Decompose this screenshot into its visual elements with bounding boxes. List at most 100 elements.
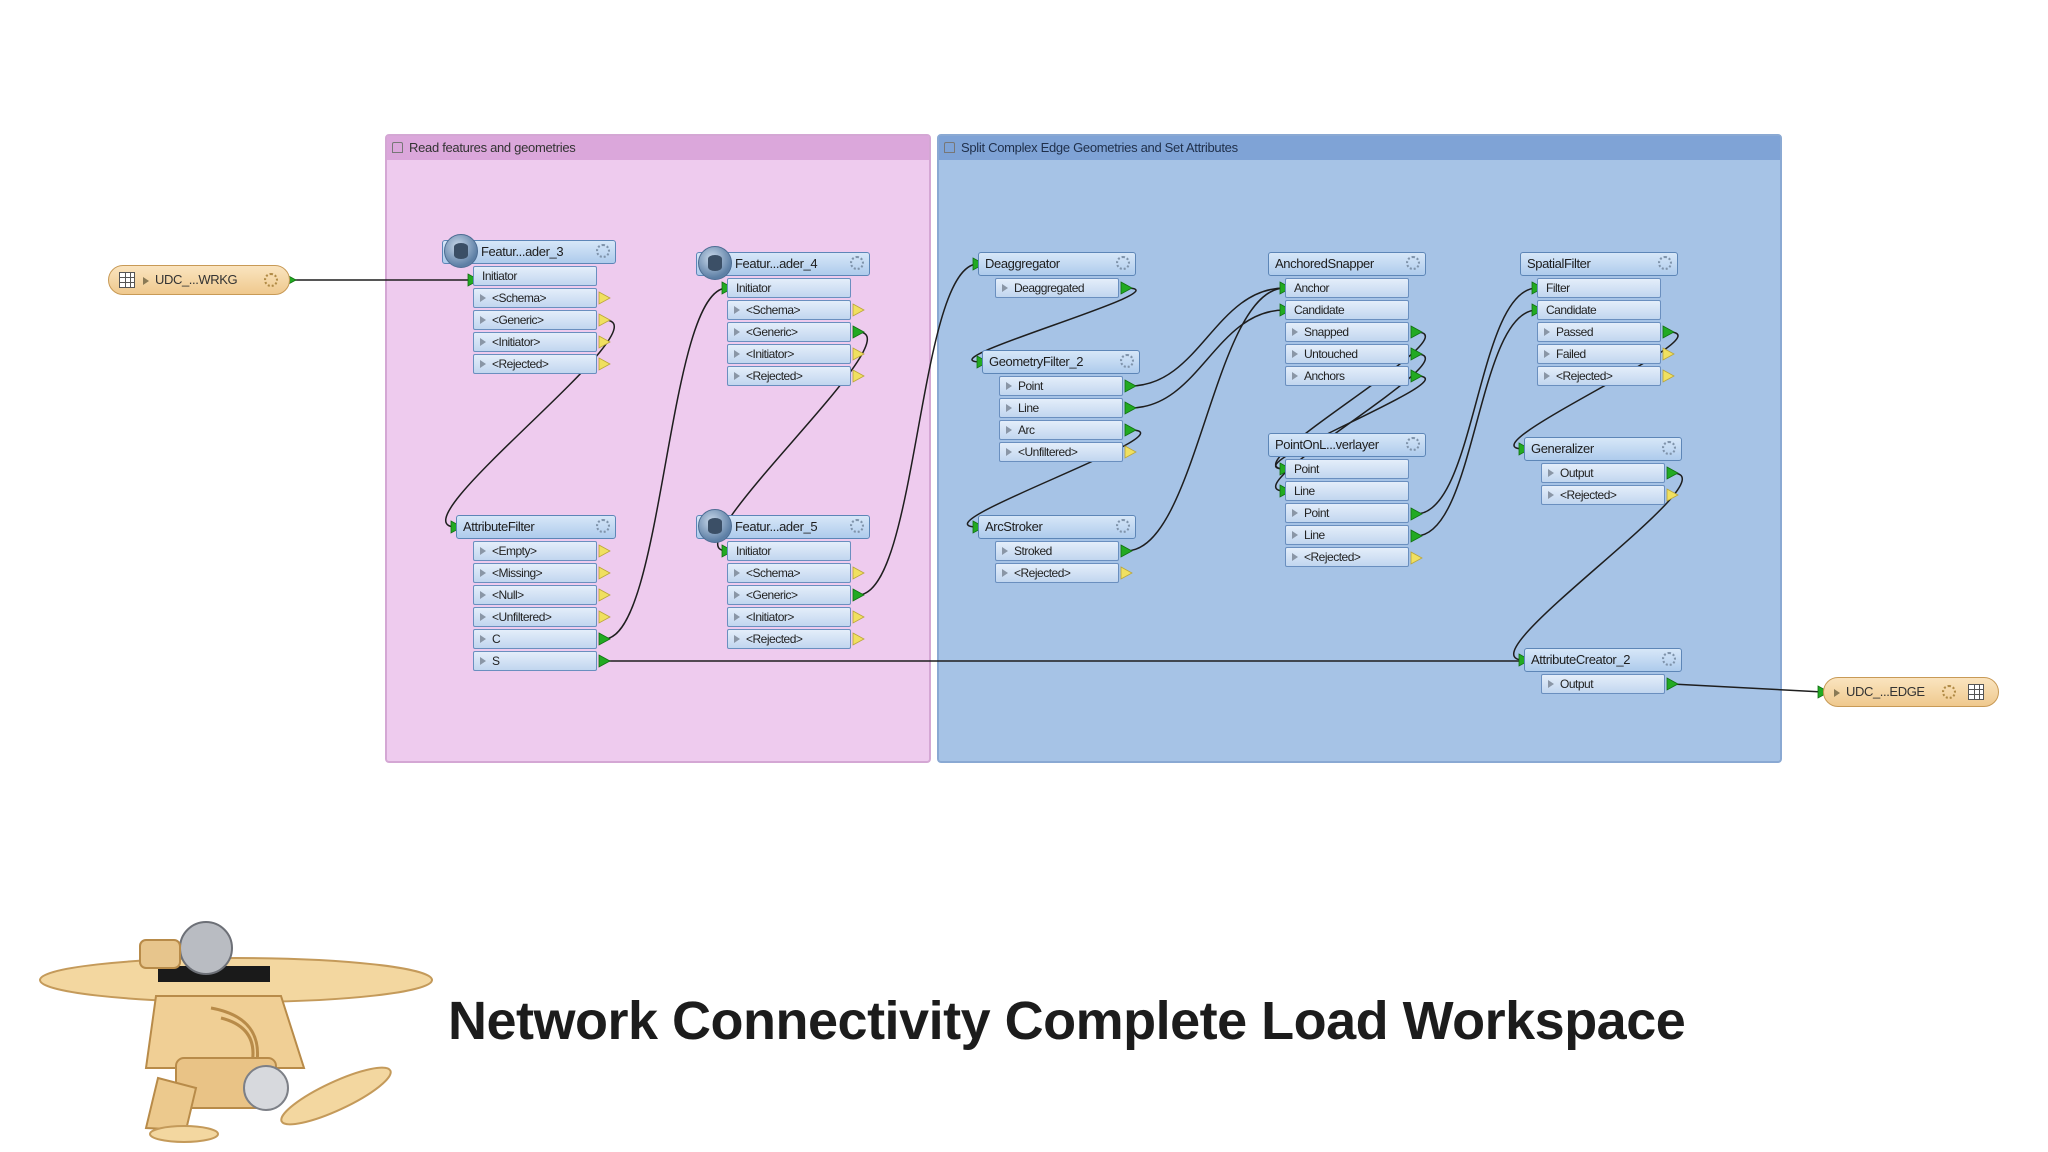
gear-icon[interactable]	[1662, 441, 1676, 455]
transformer-header[interactable]: Deaggregator	[978, 252, 1136, 276]
bookmark-read-features[interactable]: Read features and geometries	[385, 134, 931, 763]
output-port[interactable]: Line	[1285, 525, 1409, 545]
expand-arrow-icon	[734, 613, 740, 621]
output-port[interactable]: <Rejected>	[995, 563, 1119, 583]
output-port[interactable]: <Rejected>	[727, 629, 851, 649]
output-port[interactable]: <Schema>	[727, 300, 851, 320]
output-port[interactable]: Point	[1285, 503, 1409, 523]
output-port[interactable]: S	[473, 651, 597, 671]
gear-icon[interactable]	[1116, 256, 1130, 270]
expand-arrow-icon	[734, 635, 740, 643]
gear-icon[interactable]	[1662, 652, 1676, 666]
output-port[interactable]: <Rejected>	[1537, 366, 1661, 386]
output-port[interactable]: <Initiator>	[727, 344, 851, 364]
expand-arrow-icon	[1834, 689, 1840, 697]
expand-arrow-icon	[480, 569, 486, 577]
transformer-header[interactable]: SpatialFilter	[1520, 252, 1678, 276]
bookmark-header[interactable]: Split Complex Edge Geometries and Set At…	[939, 136, 1780, 160]
output-port[interactable]: <Schema>	[473, 288, 597, 308]
output-port[interactable]: <Generic>	[473, 310, 597, 330]
port-label: <Initiator>	[746, 610, 794, 624]
output-port[interactable]: Point	[999, 376, 1123, 396]
output-port[interactable]: Output	[1541, 463, 1665, 483]
output-port[interactable]: Anchors	[1285, 366, 1409, 386]
gear-icon[interactable]	[1658, 256, 1672, 270]
output-port[interactable]: <Missing>	[473, 563, 597, 583]
gear-icon[interactable]	[1406, 437, 1420, 451]
transformer-name: AnchoredSnapper	[1275, 256, 1374, 271]
input-port[interactable]: Initiator	[727, 278, 851, 298]
output-port[interactable]: Line	[999, 398, 1123, 418]
gear-icon[interactable]	[596, 519, 610, 533]
input-port[interactable]: Filter	[1537, 278, 1661, 298]
expand-arrow-icon	[734, 350, 740, 358]
expand-arrow-icon	[1548, 680, 1554, 688]
expand-arrow-icon	[1544, 350, 1550, 358]
output-port[interactable]: <Initiator>	[473, 332, 597, 352]
gear-icon[interactable]	[1116, 519, 1130, 533]
output-port[interactable]: Arc	[999, 420, 1123, 440]
transformer-name: AttributeFilter	[463, 519, 535, 534]
port-label: Arc	[1018, 423, 1035, 437]
transformer-header[interactable]: PointOnL...verlayer	[1268, 433, 1426, 457]
output-port[interactable]: <Initiator>	[727, 607, 851, 627]
input-port[interactable]: Candidate	[1285, 300, 1409, 320]
port-label: S	[492, 654, 500, 668]
gear-icon[interactable]	[264, 273, 278, 287]
transformer-name: Featur...ader_3	[481, 244, 564, 259]
port-label: Point	[1304, 506, 1329, 520]
transformer-header[interactable]: ArcStroker	[978, 515, 1136, 539]
input-port[interactable]: Candidate	[1537, 300, 1661, 320]
output-port[interactable]: <Generic>	[727, 585, 851, 605]
input-port[interactable]: Initiator	[727, 541, 851, 561]
transformer-header[interactable]: GeometryFilter_2	[982, 350, 1140, 374]
gear-icon[interactable]	[850, 519, 864, 533]
expand-arrow-icon	[1002, 547, 1008, 555]
reader-feature-type[interactable]: UDC_...WRKG	[108, 265, 290, 295]
gear-icon[interactable]	[1120, 354, 1134, 368]
output-port[interactable]: C	[473, 629, 597, 649]
expand-arrow-icon	[734, 328, 740, 336]
port-label: Point	[1294, 462, 1319, 476]
output-port[interactable]: <Rejected>	[727, 366, 851, 386]
output-port[interactable]: <Rejected>	[473, 354, 597, 374]
expand-arrow-icon	[480, 613, 486, 621]
gear-icon[interactable]	[1942, 685, 1956, 699]
output-port[interactable]: Untouched	[1285, 344, 1409, 364]
bookmark-header[interactable]: Read features and geometries	[387, 136, 929, 160]
port-label: <Generic>	[492, 313, 544, 327]
transformer-header[interactable]: Generalizer	[1524, 437, 1682, 461]
output-port[interactable]: <Unfiltered>	[473, 607, 597, 627]
transformer-name: Generalizer	[1531, 441, 1594, 456]
output-port[interactable]: Failed	[1537, 344, 1661, 364]
port-label: Untouched	[1304, 347, 1358, 361]
transformer-header[interactable]: AnchoredSnapper	[1268, 252, 1426, 276]
output-port[interactable]: <Null>	[473, 585, 597, 605]
port-label: Point	[1018, 379, 1043, 393]
expand-arrow-icon	[480, 591, 486, 599]
gear-icon[interactable]	[850, 256, 864, 270]
input-port[interactable]: Initiator	[473, 266, 597, 286]
gear-icon[interactable]	[1406, 256, 1420, 270]
output-port[interactable]: <Empty>	[473, 541, 597, 561]
output-port[interactable]: Snapped	[1285, 322, 1409, 342]
output-port[interactable]: Output	[1541, 674, 1665, 694]
input-port[interactable]: Line	[1285, 481, 1409, 501]
output-port[interactable]: <Rejected>	[1285, 547, 1409, 567]
output-port[interactable]: <Schema>	[727, 563, 851, 583]
expand-arrow-icon	[734, 591, 740, 599]
writer-feature-type[interactable]: UDC_...EDGE	[1823, 677, 1999, 707]
output-port[interactable]: Stroked	[995, 541, 1119, 561]
output-port[interactable]: <Rejected>	[1541, 485, 1665, 505]
gear-icon[interactable]	[596, 244, 610, 258]
output-port[interactable]: <Generic>	[727, 322, 851, 342]
input-port[interactable]: Point	[1285, 459, 1409, 479]
transformer-header[interactable]: AttributeFilter	[456, 515, 616, 539]
output-port[interactable]: <Unfiltered>	[999, 442, 1123, 462]
transformer-header[interactable]: AttributeCreator_2	[1524, 648, 1682, 672]
transformer-name: ArcStroker	[985, 519, 1043, 534]
input-port[interactable]: Anchor	[1285, 278, 1409, 298]
output-port[interactable]: Passed	[1537, 322, 1661, 342]
table-icon	[119, 272, 135, 288]
output-port[interactable]: Deaggregated	[995, 278, 1119, 298]
